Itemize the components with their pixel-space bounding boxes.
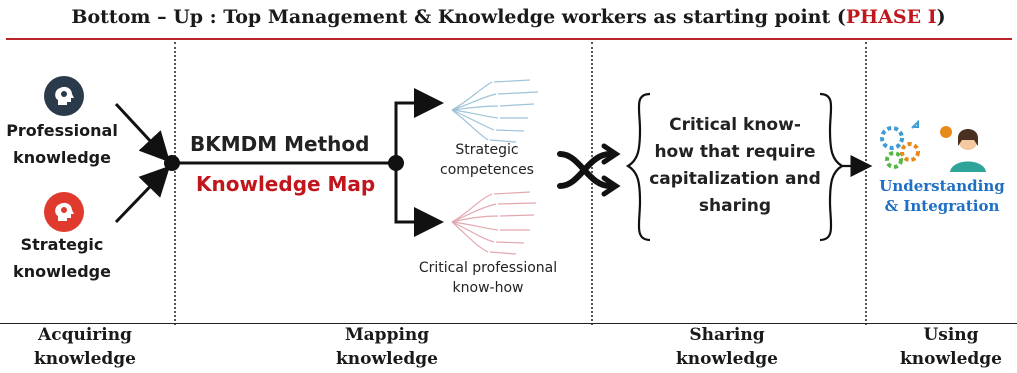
arrow-strategic: [114, 165, 171, 224]
gears-icon: [880, 119, 920, 169]
stage-mapping: Mapping knowledge: [322, 323, 452, 371]
column-divider: [591, 42, 593, 325]
phase-badge: PHASE I: [845, 6, 937, 28]
title-close: ): [936, 6, 946, 28]
stage-line: Sharing: [689, 325, 765, 345]
stage-line: Using: [923, 325, 979, 345]
title-underline: [6, 38, 1012, 40]
method-title: BKMDM Method: [190, 132, 370, 156]
stage-acquiring: Acquiring knowledge: [20, 323, 150, 371]
stage-line: knowledge: [336, 349, 438, 369]
left-brace: [625, 92, 651, 242]
head-gear-icon: [44, 192, 84, 232]
label-line: know-how: [452, 280, 524, 296]
stage-line: knowledge: [900, 349, 1002, 369]
label-line: & Integration: [884, 197, 1000, 215]
stage-using: Using knowledge: [888, 323, 1014, 371]
title-main: Bottom – Up : Top Management & Knowledge…: [71, 6, 846, 28]
column-divider: [865, 42, 867, 325]
label-line: how that require: [654, 142, 816, 162]
stage-sharing: Sharing knowledge: [662, 323, 792, 371]
strategic-knowledge-label: Strategic knowledge: [0, 231, 124, 285]
column-divider: [174, 42, 176, 325]
head-gear-icon: [44, 76, 84, 116]
stage-line: knowledge: [676, 349, 778, 369]
label-line: sharing: [698, 196, 772, 216]
label-line: knowledge: [13, 262, 111, 281]
label-line: Critical know-: [669, 115, 801, 135]
label-line: Understanding: [879, 177, 1005, 195]
stage-baseline: [0, 323, 1017, 324]
critical-knowhow-map: [451, 191, 537, 255]
method-subtitle: Knowledge Map: [196, 172, 376, 196]
shuffle-arrows-icon: [557, 143, 621, 197]
critical-knowhow-label: Critical professional know-how: [398, 258, 578, 298]
fork-arrow-down: [394, 163, 444, 237]
label-line: Strategic: [455, 142, 519, 158]
person-icon: [940, 126, 986, 172]
label-line: Professional: [6, 121, 118, 140]
diagram-title: Bottom – Up : Top Management & Knowledge…: [0, 6, 1017, 28]
critical-knowhow-box: Critical know- how that require capitali…: [640, 112, 830, 220]
label-line: competences: [440, 162, 534, 178]
strategic-competences-map: [451, 79, 539, 143]
stage-line: Acquiring: [38, 325, 132, 345]
understanding-integration-label: Understanding & Integration: [872, 176, 1012, 216]
label-line: knowledge: [13, 148, 111, 167]
label-line: capitalization and: [649, 169, 821, 189]
label-line: Critical professional: [418, 260, 558, 276]
stage-line: knowledge: [34, 349, 136, 369]
professional-knowledge-label: Professional knowledge: [0, 117, 124, 171]
arrow-professional: [114, 102, 171, 163]
stage-line: Mapping: [344, 325, 430, 345]
label-line: Strategic: [20, 235, 104, 254]
strategic-competences-label: Strategic competences: [424, 140, 550, 180]
fork-arrow-up: [394, 88, 444, 163]
